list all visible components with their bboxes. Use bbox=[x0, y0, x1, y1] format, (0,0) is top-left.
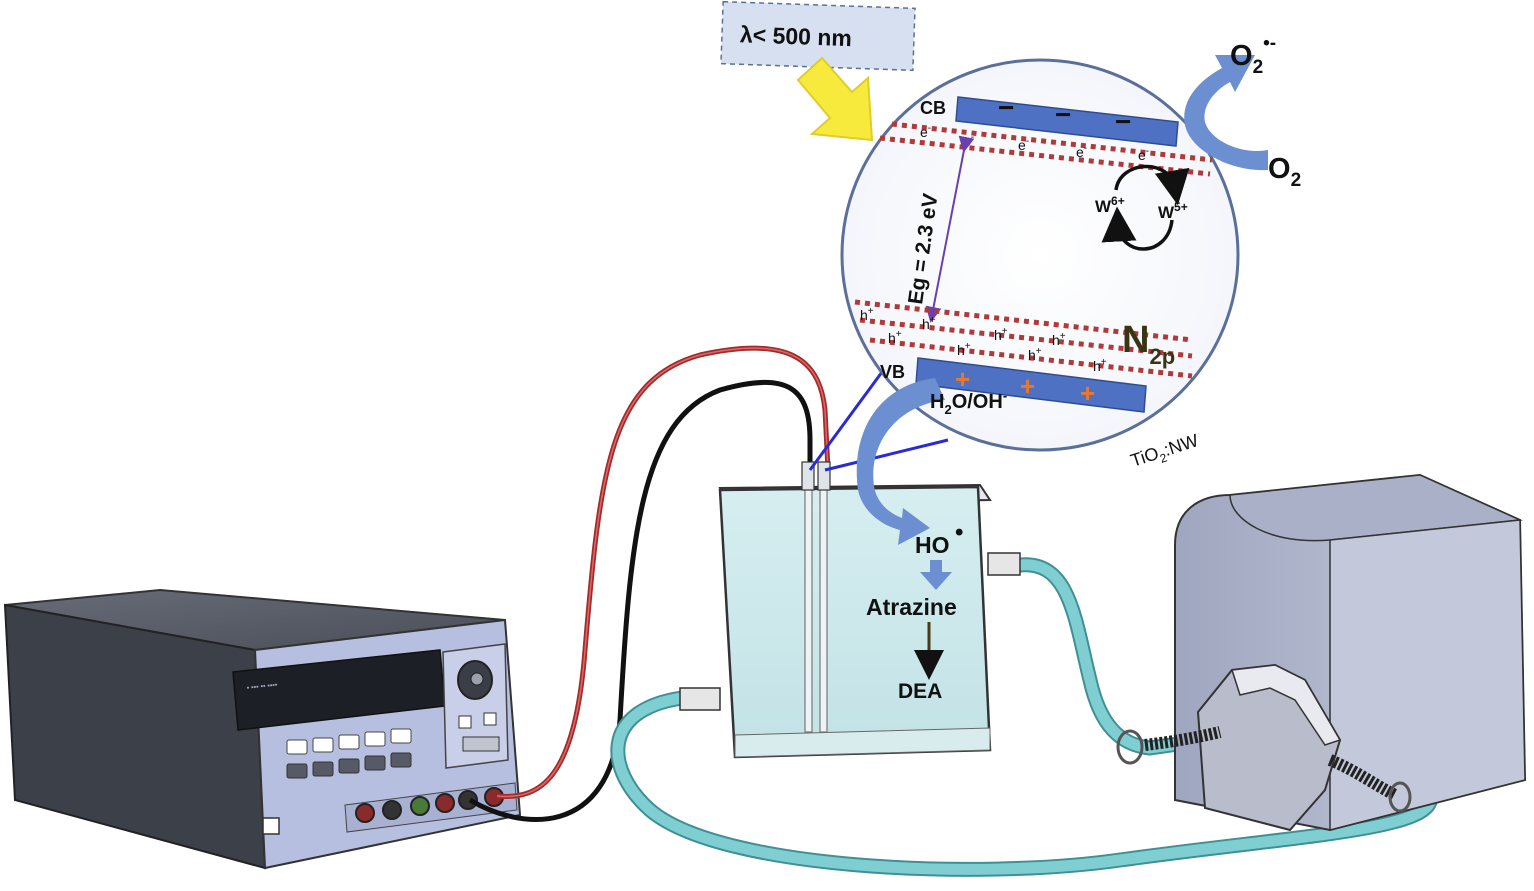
electron-symbol: e- bbox=[920, 123, 931, 140]
power-supply-keypad bbox=[286, 728, 412, 779]
keypad-button[interactable] bbox=[364, 755, 386, 771]
hydroxyl-radical-label: HO bbox=[915, 532, 950, 558]
pump-tube-clip-right bbox=[1388, 781, 1412, 813]
power-supply-small-button-2[interactable] bbox=[483, 712, 497, 726]
hole-symbol: h+ bbox=[860, 306, 874, 323]
hole-symbol: h+ bbox=[957, 341, 971, 358]
valence-band bbox=[915, 357, 1147, 413]
w6-label: W6+ bbox=[1095, 194, 1125, 216]
reactor-body bbox=[718, 485, 992, 759]
electrode-left bbox=[804, 469, 813, 733]
water-to-hydroxyl-arrow bbox=[856, 378, 945, 545]
w5-label: W5+ bbox=[1158, 200, 1188, 222]
reactor: HO • Atrazine DEA bbox=[679, 461, 1021, 759]
electron-symbol: e- bbox=[1076, 143, 1087, 160]
nitrogen-level-3 bbox=[869, 337, 1193, 379]
keypad-button[interactable] bbox=[286, 739, 308, 755]
hole-symbol: h+ bbox=[1093, 357, 1107, 374]
zoom-line-left bbox=[808, 371, 884, 471]
water-label: H2O/OH- bbox=[930, 388, 1007, 417]
keypad-button[interactable] bbox=[286, 763, 308, 779]
terminal-black-2[interactable] bbox=[458, 790, 478, 810]
hole-plus-sign: + bbox=[1020, 371, 1035, 401]
zoom-line-right bbox=[824, 438, 949, 472]
power-supply-small-slot bbox=[462, 736, 500, 752]
outlet-fitting bbox=[679, 687, 721, 711]
electron-symbol: e- bbox=[1018, 136, 1029, 153]
pump-tube-clip-left bbox=[1116, 729, 1144, 765]
band-diagram: CB − − − e- e- e- e- e- Eg = 2.3 eV W6+ … bbox=[808, 33, 1301, 545]
keypad-button[interactable] bbox=[338, 734, 360, 750]
cb-label: CB bbox=[920, 98, 946, 118]
hole-symbol: h+ bbox=[888, 329, 902, 346]
dea-label: DEA bbox=[898, 680, 942, 703]
keypad-button[interactable] bbox=[338, 758, 360, 774]
electrode-cap-right bbox=[817, 461, 831, 491]
hole-symbol: h+ bbox=[922, 315, 936, 332]
wavelength-box bbox=[720, 0, 916, 72]
red-wire-highlight bbox=[496, 347, 829, 798]
atrazine-label: Atrazine bbox=[866, 594, 957, 620]
black-wire bbox=[468, 379, 813, 822]
hole-plus-sign: + bbox=[955, 364, 970, 394]
hole-plus-sign: + bbox=[1080, 378, 1095, 408]
electron-minus-sign: − bbox=[1115, 106, 1131, 137]
wavelength-label: λ< 500 nm bbox=[740, 21, 853, 51]
power-switch[interactable] bbox=[262, 817, 280, 835]
power-supply-small-button-1[interactable] bbox=[458, 715, 472, 729]
pump-head-clamp bbox=[1231, 664, 1342, 746]
wires bbox=[468, 345, 831, 822]
peristaltic-pump bbox=[1116, 473, 1527, 832]
power-supply-brand-mark: ▪ ▪▪▪ ▪▪ ▪▪▪▪ bbox=[246, 682, 278, 692]
pump-tube-in bbox=[1144, 726, 1222, 751]
n2p-label: N2p bbox=[1122, 319, 1175, 369]
terminal-red-2[interactable] bbox=[435, 793, 455, 813]
light-source: λ< 500 nm bbox=[720, 0, 916, 142]
hydroxyl-radical-dot: • bbox=[955, 519, 963, 546]
material-label: TiO2:NW bbox=[1128, 430, 1202, 474]
keypad-button[interactable] bbox=[390, 728, 412, 744]
pump-front-face bbox=[1329, 519, 1526, 831]
light-arrow bbox=[796, 56, 874, 142]
hydroxyl-to-atrazine-arrow bbox=[920, 560, 952, 590]
hole-symbol: h+ bbox=[994, 326, 1008, 343]
keypad-button[interactable] bbox=[312, 737, 334, 753]
terminal-green[interactable] bbox=[410, 796, 430, 816]
reactor-bottom bbox=[734, 727, 991, 758]
tungsten-level-1 bbox=[891, 121, 1213, 163]
terminal-black[interactable] bbox=[382, 800, 402, 820]
inlet-fitting bbox=[987, 552, 1021, 576]
redox-cycle-arrow-top bbox=[1114, 164, 1190, 206]
keypad-button[interactable] bbox=[312, 761, 334, 777]
band-gap-arrow bbox=[925, 135, 975, 323]
superoxide-label: O2•- bbox=[1230, 33, 1276, 78]
inlet-tube-fill bbox=[1019, 559, 1221, 754]
redox-cycle-arrow-bottom bbox=[1101, 206, 1174, 251]
oxygen-reduction-arrow bbox=[1184, 55, 1268, 171]
hole-symbol: h+ bbox=[1028, 346, 1042, 363]
power-supply-knob-center bbox=[470, 672, 484, 686]
electron-minus-sign: − bbox=[1055, 99, 1071, 130]
conduction-band bbox=[955, 96, 1179, 147]
holes: h+ h+ h+ h+ h+ h+ h+ h+ bbox=[860, 306, 1107, 374]
oxygen-label: O2 bbox=[1268, 153, 1301, 191]
electron-symbol: e- bbox=[1138, 146, 1149, 163]
power-supply: ▪ ▪▪▪ ▪▪ ▪▪▪▪ bbox=[3, 588, 522, 870]
electron-minus-sign: − bbox=[998, 92, 1014, 123]
electrode-right bbox=[819, 469, 828, 733]
keypad-button[interactable] bbox=[390, 752, 412, 768]
keypad-button[interactable] bbox=[364, 731, 386, 747]
vb-label: VB bbox=[880, 362, 905, 382]
terminal-red[interactable] bbox=[355, 803, 375, 823]
power-supply-side bbox=[3, 603, 267, 870]
hole-symbol: h+ bbox=[1052, 331, 1066, 348]
nitrogen-level-1 bbox=[854, 299, 1193, 343]
